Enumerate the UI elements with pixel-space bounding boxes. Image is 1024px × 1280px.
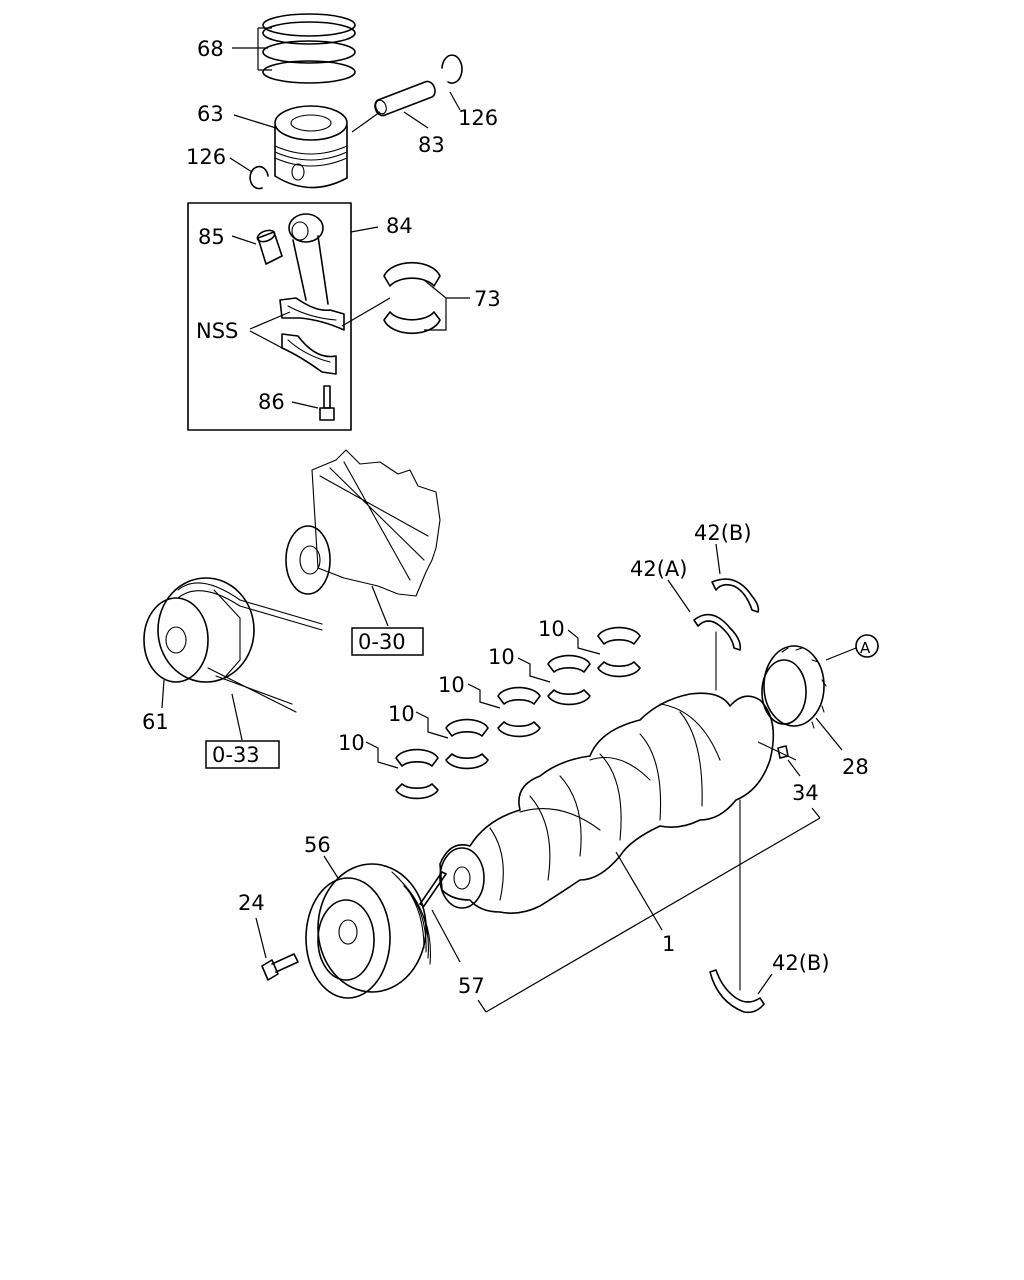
connecting-rod-part bbox=[279, 213, 345, 331]
ref-box-033 bbox=[205, 740, 280, 769]
rod-bearing-shells-part bbox=[383, 261, 441, 335]
label-ref-033: 0-33 bbox=[212, 743, 260, 767]
dowel-pin-part bbox=[419, 871, 447, 907]
piston-pin-part bbox=[374, 80, 436, 117]
label-56: 56 bbox=[304, 833, 331, 857]
label-nss: NSS bbox=[196, 319, 238, 343]
snap-ring-left-part bbox=[249, 165, 269, 190]
thrust-washer-42a-part bbox=[693, 613, 742, 651]
main-bearing-2 bbox=[445, 718, 489, 770]
label-83: 83 bbox=[418, 133, 445, 157]
label-10-d: 10 bbox=[488, 645, 515, 669]
main-bearing-4 bbox=[547, 654, 591, 706]
main-bearing-3 bbox=[497, 686, 541, 738]
crankshaft-gear-part bbox=[761, 645, 827, 729]
label-42b-top: 42(B) bbox=[694, 521, 752, 545]
main-bearing-5 bbox=[597, 626, 641, 678]
label-28: 28 bbox=[842, 755, 869, 779]
label-61: 61 bbox=[142, 710, 169, 734]
label-24: 24 bbox=[238, 891, 265, 915]
label-85: 85 bbox=[198, 225, 225, 249]
ref-box-030 bbox=[351, 627, 424, 656]
label-42b-bottom: 42(B) bbox=[772, 951, 830, 975]
snap-ring-top-part bbox=[441, 54, 463, 84]
crankshaft-part bbox=[439, 692, 775, 914]
piston-part bbox=[274, 105, 348, 189]
piston-rings-part bbox=[262, 13, 356, 84]
connecting-rod-assembly-box bbox=[187, 202, 352, 431]
label-68: 68 bbox=[197, 37, 224, 61]
label-10-c: 10 bbox=[438, 673, 465, 697]
bushing-part bbox=[256, 229, 283, 265]
label-callout-a: A bbox=[860, 639, 871, 657]
fan-pulley-part bbox=[143, 577, 323, 713]
water-pump-part bbox=[285, 449, 441, 597]
label-73: 73 bbox=[474, 287, 501, 311]
label-126-left: 126 bbox=[186, 145, 226, 169]
label-86: 86 bbox=[258, 390, 285, 414]
label-10-e: 10 bbox=[538, 617, 565, 641]
label-34: 34 bbox=[792, 781, 819, 805]
label-126-top: 126 bbox=[458, 106, 498, 130]
rod-bolt-part bbox=[319, 385, 335, 421]
crank-pulley-part bbox=[305, 863, 432, 999]
rod-cap-part bbox=[281, 333, 337, 375]
main-bearing-1 bbox=[395, 748, 439, 800]
callout-a-circle bbox=[855, 634, 879, 658]
label-42a: 42(A) bbox=[630, 557, 687, 581]
label-ref-030: 0-30 bbox=[358, 630, 406, 654]
label-10-b: 10 bbox=[388, 702, 415, 726]
thrust-washer-42b-top-part bbox=[711, 578, 760, 613]
label-10-a: 10 bbox=[338, 731, 365, 755]
pulley-bolt-part bbox=[261, 953, 299, 981]
label-57: 57 bbox=[458, 974, 485, 998]
label-84: 84 bbox=[386, 214, 413, 238]
label-63: 63 bbox=[197, 102, 224, 126]
thrust-washer-42b-bottom-part bbox=[709, 969, 765, 1014]
label-1: 1 bbox=[662, 932, 675, 956]
